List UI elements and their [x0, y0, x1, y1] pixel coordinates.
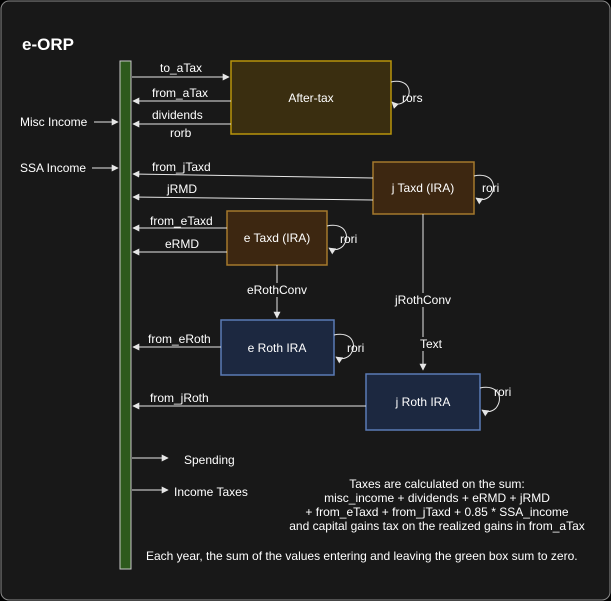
tax-note-line-4: and capital gains tax on the realized ga…: [289, 519, 585, 533]
node-jroth: [365, 373, 481, 431]
node-aftertax-label: After-tax: [288, 91, 333, 105]
output-income-taxes: Income Taxes: [174, 485, 248, 499]
edge-from-eroth-label: from_eRoth: [148, 332, 211, 346]
node-etaxd: [226, 210, 328, 266]
node-jtaxd-label: j Taxd (IRA): [391, 181, 454, 195]
edge-jrmd: [132, 193, 374, 201]
diagram-title: e-ORP: [22, 35, 74, 54]
input-misc-income: Misc Income: [20, 115, 88, 129]
edge-jrothconv-label: jRothConv: [394, 293, 451, 307]
edge-from-jtaxd-label: from_jTaxd: [152, 160, 211, 174]
balance-note: Each year, the sum of the values enterin…: [146, 549, 578, 563]
edge-from-etaxd-label: from_eTaxd: [150, 214, 213, 228]
input-ssa-income: SSA Income: [20, 161, 86, 175]
loop-jtaxd: [473, 174, 494, 205]
loop-eroth-label: rori: [347, 341, 364, 355]
node-eroth-label: e Roth IRA: [248, 341, 307, 355]
node-jroth-label: j Roth IRA: [395, 395, 451, 409]
output-spending: Spending: [184, 453, 235, 467]
tax-note-line-1: Taxes are calculated on the sum:: [349, 477, 524, 491]
tax-note-line-3: + from_eTaxd + from_jTaxd + 0.85 * SSA_i…: [305, 505, 568, 519]
tax-note-line-2: misc_income + dividends + eRMD + jRMD: [324, 491, 550, 505]
edge-rorb-label: rorb: [170, 126, 192, 140]
edge-erothconv-label: eRothConv: [247, 283, 307, 297]
node-eroth: [220, 319, 335, 376]
loop-aftertax: [390, 80, 410, 109]
edge-jrmd-label: jRMD: [166, 182, 197, 196]
loop-etaxd: [326, 224, 347, 255]
edge-from-jroth-label: from_jRoth: [150, 391, 209, 405]
loop-etaxd-label: rori: [340, 232, 357, 246]
node-etaxd-label: e Taxd (IRA): [244, 231, 310, 245]
edge-from-jtaxd: [132, 170, 374, 179]
edge-dividends-label: dividends: [152, 108, 203, 122]
loop-jroth-label: rori: [494, 385, 511, 399]
edge-text-label: Text: [420, 337, 443, 351]
node-jtaxd: [372, 161, 475, 215]
loop-jtaxd-label: rori: [482, 181, 499, 195]
green-balance-box: [119, 60, 132, 570]
loop-aftertax-label: rors: [402, 91, 423, 105]
edge-from-atax-label: from_aTax: [152, 86, 208, 100]
loop-jroth: [479, 386, 500, 417]
node-aftertax: [230, 60, 392, 135]
edge-to-atax-label: to_aTax: [160, 61, 202, 75]
edge-ermd-label: eRMD: [165, 237, 199, 251]
loop-eroth: [333, 333, 354, 364]
